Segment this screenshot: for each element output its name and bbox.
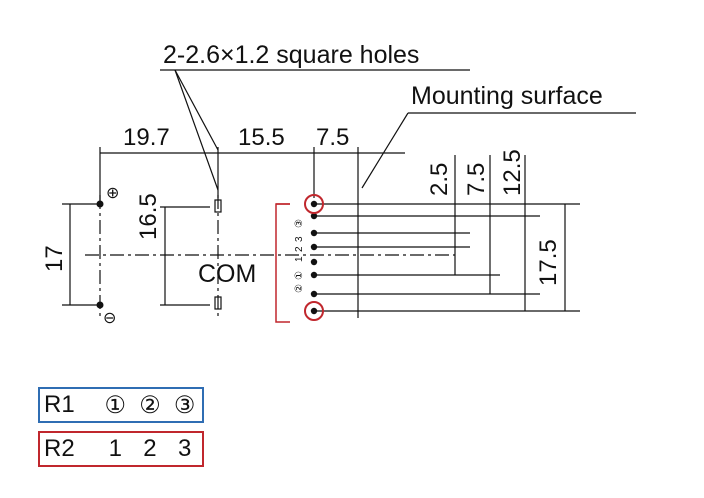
dimension-19-7: 19.7 xyxy=(123,124,170,151)
terminal-bracket xyxy=(275,203,290,323)
terminal-pin xyxy=(310,271,318,279)
pin-label: 2 xyxy=(294,246,305,252)
terminal-pin xyxy=(310,212,318,220)
square-hole-bottom xyxy=(214,296,222,310)
highlight-pin-top xyxy=(304,194,324,214)
dimension-12-5: 12.5 xyxy=(499,149,526,196)
pin-label: 1 xyxy=(294,256,305,262)
square-hole-top xyxy=(214,199,222,213)
minus-terminal xyxy=(96,301,104,309)
terminal-pin xyxy=(310,307,318,315)
legend-r1-value: ② xyxy=(139,391,161,419)
legend-r1-label: R1 xyxy=(44,391,75,418)
terminal-pin xyxy=(310,200,318,208)
dimension-17-5: 17.5 xyxy=(535,239,562,286)
legend-r1: R1 ① ② ③ xyxy=(38,387,204,423)
holes-leader-1 xyxy=(174,69,219,191)
legend-r2-value: 2 xyxy=(143,435,157,462)
terminal-pin xyxy=(310,290,318,298)
legend-r2: R2 1 2 3 xyxy=(38,431,204,467)
dimension-17: 17 xyxy=(41,245,68,272)
pin-label: 3 xyxy=(294,236,305,242)
plus-terminal xyxy=(96,200,104,208)
plus-icon: ⊕ xyxy=(106,185,119,202)
pin-label: ③ xyxy=(294,219,305,228)
legend-r2-label: R2 xyxy=(44,435,75,462)
holes-leader-2 xyxy=(174,69,219,151)
terminal-pin xyxy=(310,229,318,237)
mounting-leader xyxy=(361,112,409,189)
terminal-pin xyxy=(310,243,318,251)
com-label: COM xyxy=(198,260,256,288)
terminal-pins xyxy=(310,200,318,315)
dimension-15-5: 15.5 xyxy=(238,124,285,151)
legend-r2-value: 1 xyxy=(108,435,122,462)
pin-label: ① xyxy=(294,271,305,280)
square-holes-label: 2-2.6×1.2 square holes xyxy=(163,41,419,69)
terminal-pin xyxy=(310,258,318,266)
pin-label: ② xyxy=(294,284,305,293)
mounting-surface-label: Mounting surface xyxy=(411,82,603,110)
dimension-16-5: 16.5 xyxy=(135,193,162,240)
minus-icon: ⊖ xyxy=(103,310,116,327)
dimension-2-5: 2.5 xyxy=(426,163,453,196)
legend-r1-value: ① xyxy=(104,391,127,419)
legend-r1-value: ③ xyxy=(173,391,196,419)
legend-r2-value: 3 xyxy=(177,435,192,462)
dimension-7-5-right: 7.5 xyxy=(463,163,490,196)
dimension-7-5-top: 7.5 xyxy=(316,124,349,151)
highlight-pin-bottom xyxy=(304,301,324,321)
